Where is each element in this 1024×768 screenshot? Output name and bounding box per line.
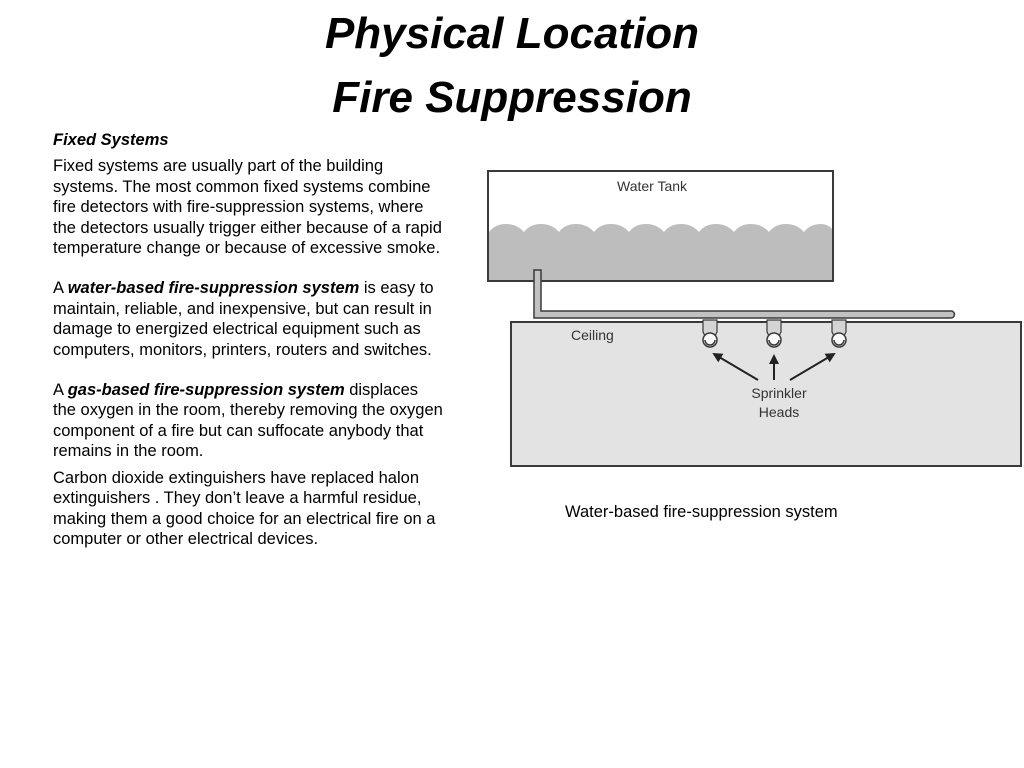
paragraph-carbon-dioxide: Carbon dioxide extinguishers have replac… <box>53 468 436 548</box>
ceiling-label: Ceiling <box>571 327 614 343</box>
diagram-caption: Water-based fire-suppression system <box>565 503 838 521</box>
water-tank-label: Water Tank <box>617 178 688 194</box>
para3-rest: displaces the oxygen in the room, thereb… <box>53 381 443 461</box>
paragraph-fixed-systems: Fixed systems are usually part of the bu… <box>53 157 442 258</box>
paragraph-gas-based: A gas-based fire-suppression system disp… <box>53 380 445 462</box>
para2-lead: A <box>53 279 68 298</box>
title-line-1: Physical Location <box>324 9 700 58</box>
section-heading: Fixed Systems <box>53 131 169 149</box>
para2-rest: is easy to maintain, reliable, and inexp… <box>53 279 434 359</box>
paragraph-water-based: A water-based fire-suppression system is… <box>53 278 445 360</box>
sprinkler-label-line-1: Sprinkler <box>751 385 807 401</box>
title-line-2: Fire Suppression <box>332 73 692 122</box>
sprinkler-label-line-2: Heads <box>759 404 799 420</box>
sprinkler-head <box>831 319 847 348</box>
term-water-based: water-based fire-suppression system <box>67 279 360 298</box>
slide-title: Physical Location Fire Suppression <box>0 2 1024 130</box>
sprinkler-head <box>766 319 782 348</box>
ceiling-box <box>510 321 1022 467</box>
para3-lead: A <box>53 381 68 400</box>
arrow-left <box>712 352 759 381</box>
sprinkler-head <box>702 319 718 348</box>
body-text: Fixed Systems Fixed systems are usually … <box>53 130 445 549</box>
term-gas-based: gas-based fire-suppression system <box>67 381 345 400</box>
water-pipe <box>533 269 956 319</box>
arrow-right <box>789 352 836 381</box>
sprinkler-diagram: Water Tank Ceiling Sprinkler Heads <box>487 170 1022 467</box>
water-fill <box>489 224 832 280</box>
